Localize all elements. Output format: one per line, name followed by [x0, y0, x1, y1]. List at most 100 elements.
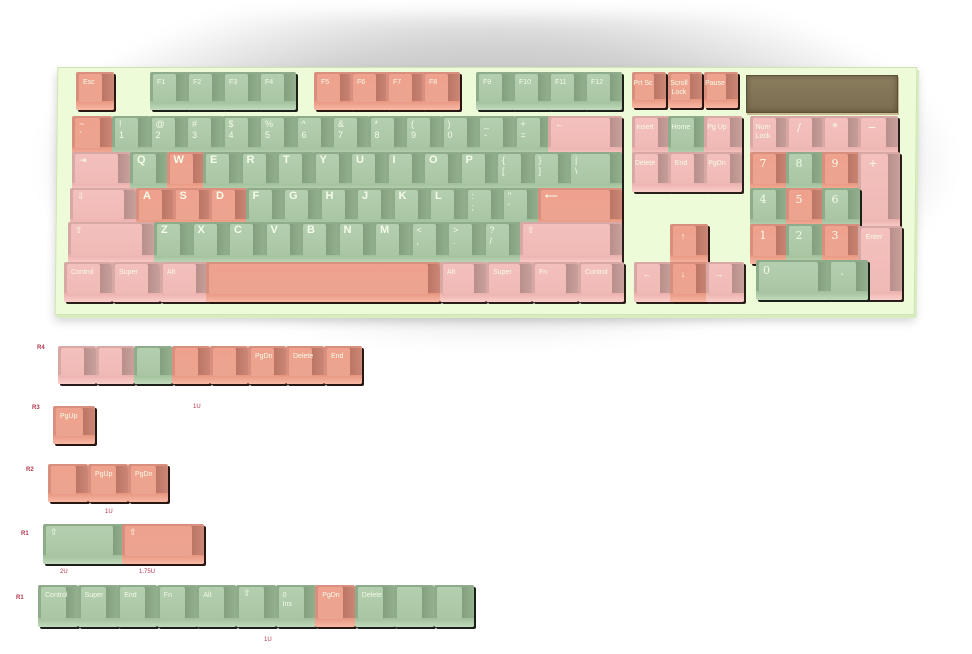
key-f6[interactable]: F6 — [350, 72, 388, 110]
key-letter[interactable]: W — [166, 152, 205, 192]
extra-key-r1[interactable]: PgDn — [315, 585, 356, 627]
key-number[interactable]: $ 4 — [221, 116, 260, 156]
key-number[interactable]: * 8 — [367, 116, 406, 156]
key-f9[interactable]: F9 — [476, 72, 514, 110]
key-number[interactable]: ( 9 — [404, 116, 442, 156]
key-letter[interactable]: J — [355, 188, 393, 228]
key-right-control[interactable]: Control — [578, 262, 624, 302]
key-letter[interactable]: F — [245, 188, 284, 228]
key-letter[interactable]: M — [373, 222, 411, 264]
key-numpad-multiply[interactable]: * — [822, 116, 860, 156]
extra-key-r2[interactable]: PgUp — [88, 464, 128, 502]
key-letter[interactable]: } ] — [531, 152, 570, 192]
key-num-lock[interactable]: Num Lock — [750, 116, 788, 156]
key-spacebar[interactable] — [206, 262, 440, 302]
key-numpad-plus[interactable]: + — [858, 152, 900, 228]
key-page-down[interactable]: PgDn — [704, 152, 742, 192]
key-letter[interactable]: Z — [154, 222, 192, 264]
key-letter[interactable]: C — [227, 222, 265, 264]
key-f8[interactable]: F8 — [422, 72, 460, 110]
extra-key-r4[interactable] — [134, 346, 172, 384]
key-right-alt[interactable]: Alt — [440, 262, 486, 302]
key-numpad-4[interactable]: 4 — [750, 188, 788, 228]
key-left-alt[interactable]: Alt — [160, 262, 208, 302]
key-f4[interactable]: F4 — [258, 72, 296, 110]
key-numpad-6[interactable]: 6 — [822, 188, 860, 228]
key-letter[interactable]: P — [458, 152, 497, 192]
key-f1[interactable]: F1 — [150, 72, 188, 110]
extra-key-r4[interactable]: Delete — [286, 346, 324, 384]
key-number[interactable]: @ 2 — [148, 116, 187, 156]
key-left-control[interactable]: Control — [64, 262, 112, 302]
key-numpad-5[interactable]: 5 — [786, 188, 824, 228]
extra-key-r1[interactable]: Delete — [354, 585, 395, 627]
key-letter[interactable]: Q — [130, 152, 168, 192]
key-numpad-0[interactable]: 0 — [756, 260, 830, 300]
extra-key-r1[interactable]: 0 Ins — [275, 585, 316, 627]
key-letter[interactable]: Y — [312, 152, 351, 192]
extra-key-r2[interactable] — [48, 464, 88, 502]
key-letter[interactable]: N — [336, 222, 375, 264]
key-right-super[interactable]: Super — [486, 262, 532, 302]
key-f7[interactable]: F7 — [386, 72, 424, 110]
extra-key-r3[interactable]: PgUp — [53, 406, 95, 444]
key-f12[interactable]: F12 — [584, 72, 622, 110]
key-scroll-lock[interactable]: Scroll Lock — [668, 72, 702, 108]
extra-key-r4[interactable] — [96, 346, 134, 384]
key-esc[interactable]: Esc — [76, 72, 114, 110]
key-number[interactable]: & 7 — [331, 116, 369, 156]
key-end[interactable]: End — [668, 152, 706, 192]
key-f11[interactable]: F11 — [548, 72, 586, 110]
key-letter[interactable]: E — [203, 152, 241, 192]
key-f5[interactable]: F5 — [314, 72, 352, 110]
key-number[interactable]: ^ 6 — [294, 116, 333, 156]
key-numpad-7[interactable]: 7 — [750, 152, 788, 192]
key-backspace[interactable]: ← — [548, 116, 622, 156]
key-letter[interactable]: U — [349, 152, 387, 192]
key-left-shift[interactable]: ⇧ — [68, 222, 154, 264]
extra-key-r1[interactable]: Alt — [196, 585, 237, 627]
key-numpad-3[interactable]: 3 — [822, 224, 860, 264]
key-letter[interactable]: < , — [409, 222, 448, 264]
extra-key-r4[interactable] — [172, 346, 210, 384]
extra-key-r1[interactable]: Super — [77, 585, 118, 627]
key-home[interactable]: Home — [668, 116, 706, 156]
extra-key-r4[interactable] — [58, 346, 96, 384]
key-page-up[interactable]: Pg Up — [704, 116, 742, 156]
extra-key-shift-175u[interactable]: ⇧ — [122, 524, 204, 564]
extra-key-r2[interactable]: PgDn — [128, 464, 168, 502]
key-right-shift[interactable]: ⇧ — [520, 222, 622, 264]
key-backslash[interactable]: | \ — [568, 152, 622, 192]
key-numpad-minus[interactable]: − — [858, 116, 898, 156]
key-print-screen[interactable]: Prt Sc — [632, 72, 666, 108]
key-letter[interactable]: " ' — [501, 188, 539, 228]
key-number[interactable]: ! 1 — [112, 116, 150, 156]
key-number[interactable]: + = — [513, 116, 552, 156]
key-letter[interactable]: I — [385, 152, 424, 192]
key-fn[interactable]: Fn — [532, 262, 578, 302]
key-arrow-right[interactable]: → — [706, 262, 744, 302]
extra-key-r1[interactable]: Fn — [156, 585, 197, 627]
extra-key-r1[interactable]: ⇧ — [236, 585, 276, 627]
extra-key-r4[interactable]: End — [324, 346, 362, 384]
key-number[interactable]: _ - — [477, 116, 515, 156]
key-f2[interactable]: F2 — [186, 72, 224, 110]
extra-key-r1[interactable]: Control — [38, 585, 78, 627]
key-numpad-divide[interactable]: / — [786, 116, 824, 156]
key-arrow-down[interactable]: ↓ — [670, 262, 708, 302]
key-letter[interactable]: X — [190, 222, 229, 264]
key-number[interactable]: % 5 — [258, 116, 296, 156]
extra-key-r1[interactable] — [394, 585, 435, 627]
key-number[interactable]: ) 0 — [440, 116, 479, 156]
key-numpad-2[interactable]: 2 — [786, 224, 824, 264]
key-tab[interactable]: ⇥ — [72, 152, 130, 192]
key-letter[interactable]: D — [209, 188, 247, 228]
key-pause[interactable]: Pause — [704, 72, 738, 108]
key-tilde[interactable]: ~ ` — [72, 116, 112, 156]
key-numpad-9[interactable]: 9 — [822, 152, 860, 192]
key-letter[interactable]: V — [263, 222, 302, 264]
key-arrow-up[interactable]: ↑ — [670, 224, 708, 264]
key-letter[interactable]: O — [422, 152, 460, 192]
key-f10[interactable]: F10 — [512, 72, 550, 110]
key-numpad-1[interactable]: 1 — [750, 224, 788, 264]
